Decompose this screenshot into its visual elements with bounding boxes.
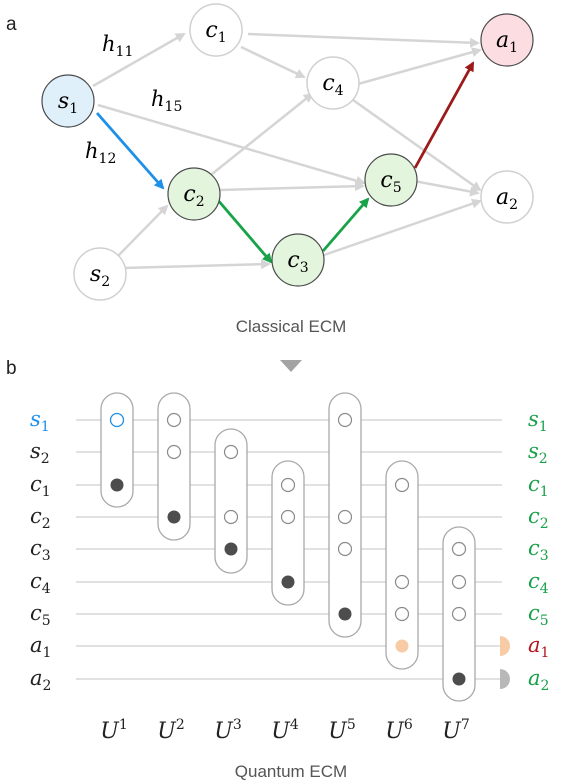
unitary-label-2: U2 (157, 717, 184, 744)
row-label-right-a1: a1 (528, 633, 549, 661)
edge-c2-c4 (211, 92, 314, 175)
edge-s1-c1 (92, 32, 186, 88)
edge-s2-c2 (113, 204, 169, 261)
node-c4: c4 (306, 56, 360, 110)
node-c2-label: c2 (183, 182, 204, 210)
edge-c2-c5 (219, 181, 365, 192)
row-label-left-a1: a1 (30, 633, 51, 661)
caption-classical-ecm: Classical ECM (236, 317, 347, 336)
unitary-label-6: U6 (385, 717, 413, 744)
edge-label-h12: h12 (85, 139, 116, 167)
edge-s1-c5 (97, 103, 366, 186)
edge-label-h15: h15 (151, 87, 182, 115)
unitary-label-5: U5 (328, 717, 355, 744)
node-a2: a2 (480, 170, 534, 224)
unitary-label-3: U3 (214, 717, 241, 744)
gate-u1 (100, 392, 134, 508)
row-label-right-c2: c2 (528, 504, 549, 532)
measurement-a2-icon (500, 669, 510, 689)
node-c1: c1 (189, 3, 243, 57)
row-label-right-s2: s2 (528, 439, 548, 467)
node-a2-label: a2 (496, 185, 518, 213)
row-label-left-s2: s2 (30, 439, 50, 467)
row-label-left-s1: s1 (30, 407, 50, 435)
unitary-label-1: U1 (100, 717, 127, 744)
control-open-blue (109, 412, 125, 428)
gate-u5 (328, 392, 362, 638)
gate-u6 (385, 460, 419, 670)
row-label-right-c4: c4 (528, 569, 549, 597)
row-label-left-c3: c3 (30, 536, 51, 564)
node-c3: c3 (271, 233, 325, 287)
node-a1: a1 (480, 13, 534, 67)
panel-a-label: a (6, 14, 17, 35)
node-c5: c5 (364, 153, 418, 207)
row-label-left-c5: c5 (30, 601, 51, 629)
unitary-label-7: U7 (442, 717, 469, 744)
classical-edges (92, 32, 482, 270)
edge-c4-a2 (352, 98, 482, 192)
row-label-left-c4: c4 (30, 569, 51, 597)
edge-s2-c3 (123, 259, 271, 270)
edge-c1-a1 (247, 32, 480, 48)
gate-u4 (271, 460, 305, 606)
node-s2: s2 (73, 247, 127, 301)
row-label-left-c2: c2 (30, 504, 51, 532)
node-c5-label: c5 (380, 168, 401, 196)
gate-u3 (214, 428, 248, 574)
unitary-labels: U1 U2 U3 U4 U5 U6 U7 (100, 717, 469, 744)
control-filled-orange (395, 639, 409, 653)
edge-c3-c5-highlight (321, 197, 370, 252)
gate-u2 (157, 392, 191, 541)
edge-c2-c3-highlight (215, 198, 273, 264)
node-c2: c2 (167, 167, 221, 221)
row-label-right-s1: s1 (528, 407, 548, 435)
edge-label-h11: h11 (102, 32, 133, 60)
node-c4-label: c4 (322, 71, 343, 99)
node-s1-label: s1 (58, 89, 78, 117)
edge-s1-c2-highlight (95, 112, 165, 190)
edge-c4-a1 (357, 47, 482, 86)
circuit-wires (76, 419, 502, 680)
caption-quantum-ecm: Quantum ECM (235, 762, 347, 781)
row-label-left-a2: a2 (30, 666, 51, 694)
gate-u7 (442, 526, 476, 702)
node-s1: s1 (41, 74, 95, 128)
node-a1-label: a1 (496, 28, 518, 56)
row-labels-left: s1 s2 c1 c2 c3 c4 c5 a1 a2 (30, 407, 51, 694)
measurement-a1-icon (500, 636, 510, 656)
down-triangle-icon (280, 360, 302, 372)
row-label-right-c3: c3 (528, 536, 549, 564)
row-label-left-c1: c1 (30, 472, 51, 500)
row-label-right-a2: a2 (528, 666, 549, 694)
node-c1-label: c1 (205, 18, 226, 46)
unitary-label-4: U4 (271, 717, 299, 744)
row-label-right-c5: c5 (528, 601, 549, 629)
edge-c5-a1-highlight (413, 61, 475, 169)
node-s2-label: s2 (90, 262, 110, 290)
row-labels-right: s1 s2 c1 c2 c3 c4 c5 a1 a2 (528, 407, 549, 694)
edge-c5-a2 (413, 179, 480, 197)
node-c3-label: c3 (287, 248, 308, 276)
edge-c3-a2 (323, 198, 482, 257)
edge-c1-c4 (240, 45, 306, 79)
control-filled (110, 478, 124, 492)
row-label-right-c1: c1 (528, 472, 549, 500)
panel-b-label: b (6, 358, 17, 379)
